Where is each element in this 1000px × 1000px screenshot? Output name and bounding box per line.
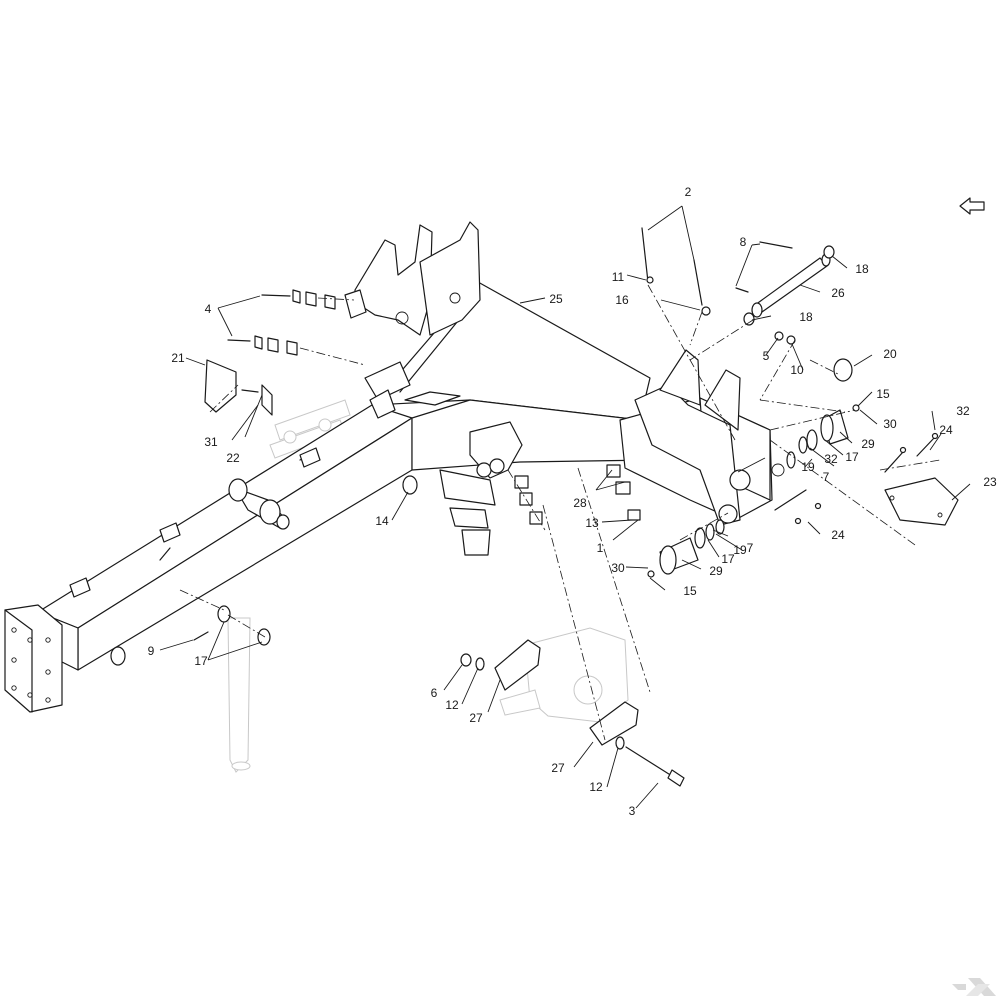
side-plate-assembly [364, 361, 411, 419]
callout-18a: 18 [855, 262, 869, 276]
callout-32a: 32 [956, 404, 970, 418]
callout-20: 20 [883, 347, 897, 361]
callout-17a: 17 [194, 654, 208, 668]
callout-18b: 18 [799, 310, 813, 324]
part-28-fittings [439, 464, 641, 556]
callout-7b: 7 [747, 541, 754, 555]
callout-7a: 7 [823, 470, 830, 484]
callout-17c: 17 [721, 552, 735, 566]
ghost-linkage [269, 399, 351, 459]
part-2-long-bolts [641, 227, 711, 316]
callout-1: 1 [597, 541, 604, 555]
lift-arm-bracket [469, 421, 523, 479]
part-18-rings [743, 245, 835, 326]
callout-16: 16 [615, 293, 629, 307]
cap-plugs [110, 475, 418, 666]
part-5-10-fasteners [774, 331, 796, 345]
ghost-drive-shaft [227, 617, 251, 773]
callout-5: 5 [763, 349, 770, 363]
part-31-bolt [241, 389, 259, 393]
part-8-linchpins [735, 241, 793, 293]
direction-arrow-icon [959, 197, 985, 215]
beam-brackets [69, 447, 321, 598]
callout-12a: 12 [445, 698, 459, 712]
top-link-bracket [344, 221, 481, 336]
callout-2: 2 [685, 185, 692, 199]
callout-12b: 12 [589, 780, 603, 794]
right-frame-section [619, 349, 785, 526]
callout-21: 21 [171, 351, 185, 365]
part-4-clamp-set [227, 289, 336, 356]
main-beam [37, 404, 413, 671]
callout-24a: 24 [939, 423, 953, 437]
callout-29b: 29 [709, 564, 723, 578]
callout-8: 8 [740, 235, 747, 249]
callout-26: 26 [831, 286, 845, 300]
callout-31: 31 [204, 435, 218, 449]
callout-30a: 30 [883, 417, 897, 431]
callout-15b: 15 [683, 584, 697, 598]
callout-3: 3 [629, 804, 636, 818]
callout-29a: 29 [861, 437, 875, 451]
part-20-cap [833, 358, 853, 382]
callout-9: 9 [148, 644, 155, 658]
callout-27b: 27 [551, 761, 565, 775]
callout-32b: 32 [824, 452, 838, 466]
callout-23: 23 [983, 475, 997, 489]
hitch-pin-assembly [228, 478, 290, 530]
leader-lines [159, 205, 971, 809]
callout-25: 25 [549, 292, 563, 306]
callout-30b: 30 [611, 561, 625, 575]
callout-11: 11 [612, 270, 625, 284]
part-27-saddles [494, 639, 639, 746]
callout-17b: 17 [845, 450, 859, 464]
callout-19b: 19 [733, 543, 747, 557]
callout-19a: 19 [801, 460, 815, 474]
callout-22: 22 [226, 451, 240, 465]
callout-27a: 27 [469, 711, 483, 725]
part-3-6-12-bolts [460, 653, 685, 787]
ghost-gearbox [499, 627, 629, 723]
callout-28: 28 [573, 496, 587, 510]
callout-labels: 1 2 3 4 5 6 7 7 8 9 10 11 12 12 13 14 15… [148, 185, 997, 818]
part-9-17-pins [193, 605, 271, 646]
callout-13: 13 [585, 516, 599, 530]
end-flange-plate [4, 604, 63, 713]
callout-6: 6 [431, 686, 438, 700]
alignment-lines [179, 284, 941, 741]
brand-logo-mark [952, 978, 996, 996]
callout-14: 14 [375, 514, 389, 528]
callout-24b: 24 [831, 528, 845, 542]
part-22-plate [261, 384, 273, 416]
callout-10: 10 [790, 363, 804, 377]
part-21-shield [204, 359, 237, 413]
callout-4: 4 [205, 302, 212, 316]
part-26-pin [751, 253, 831, 318]
hub-assembly-upper [786, 404, 860, 469]
callout-15a: 15 [876, 387, 890, 401]
part-23-plate [884, 477, 959, 526]
